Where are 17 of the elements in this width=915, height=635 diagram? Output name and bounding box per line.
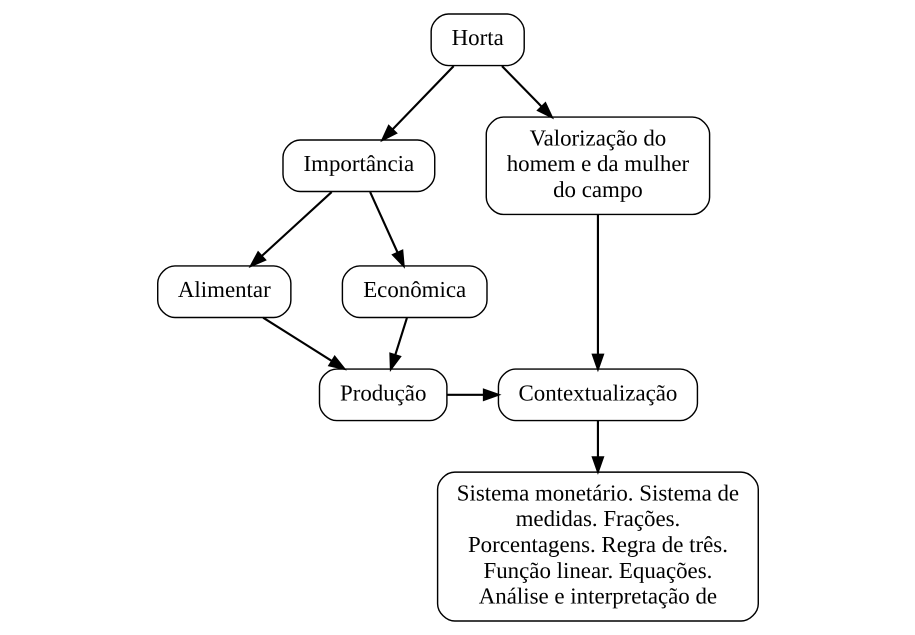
arrow — [446, 388, 501, 402]
node-box: Valorização do homem e da mulher do campo — [485, 116, 710, 216]
node-box: Alimentar — [156, 265, 292, 318]
arrow — [590, 420, 604, 475]
node-box: Contextualização — [497, 368, 698, 422]
node-box: Importância — [282, 139, 435, 192]
arrow — [248, 191, 332, 268]
arrow — [368, 192, 404, 269]
node-box: Econômica — [341, 265, 488, 318]
arrow — [262, 316, 346, 370]
node-box: Horta — [430, 13, 524, 66]
arrow — [500, 65, 554, 120]
arrow — [590, 214, 604, 372]
node-box: Produção — [318, 368, 448, 422]
arrow — [388, 318, 408, 372]
node-box: Sistema monetário. Sistema de medidas. Frações. Porcentagens. Regra de três. Função linear. Equações. Análise e interpretação de — [436, 471, 758, 622]
arrow — [380, 65, 454, 142]
